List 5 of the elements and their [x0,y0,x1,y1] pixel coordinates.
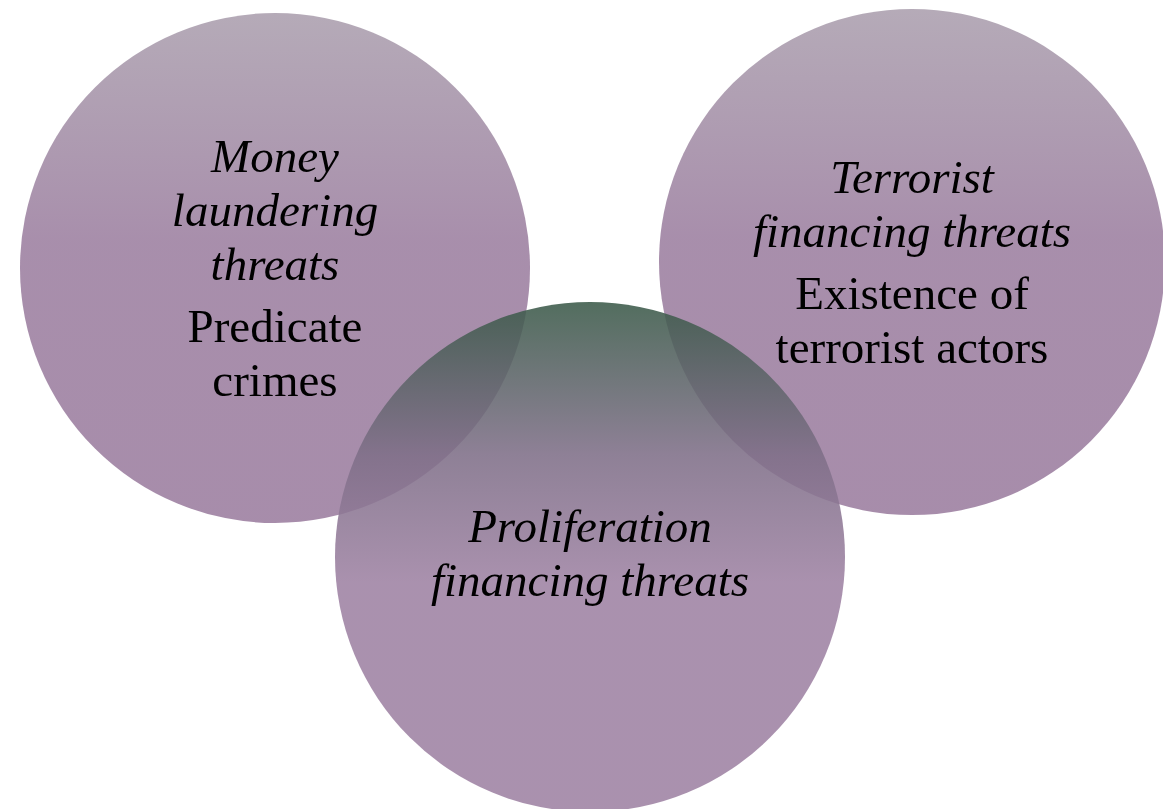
body-text: Existence of terrorist actors [774,266,1050,374]
heading: Terrorist financing threats [752,150,1072,258]
body-text: Predicate crimes [186,299,364,407]
heading: Money laundering threats [170,129,380,291]
heading: Proliferation financing threats [429,499,751,607]
